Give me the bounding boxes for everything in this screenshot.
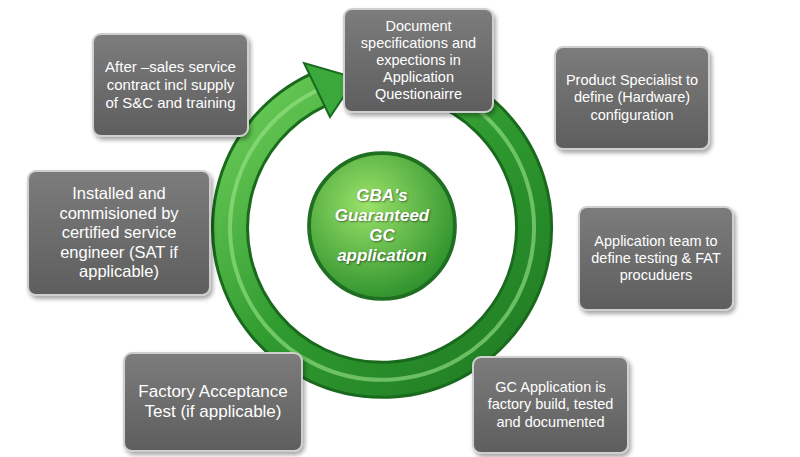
process-box: Application team to define testing & FAT…	[578, 206, 734, 311]
process-box: Product Specialist to define (Hardware) …	[554, 46, 710, 150]
process-box: Factory Acceptance Test (if applicable)	[123, 352, 303, 452]
center-circle: GBA's Guaranteed GC application	[306, 150, 458, 302]
step-text: Product Specialist to define (Hardware) …	[564, 72, 700, 123]
process-box: Document specifications and expections i…	[343, 8, 494, 113]
step-text: Application team to define testing & FAT…	[588, 233, 724, 284]
process-box: GC Application is factory build, tested …	[472, 356, 629, 454]
process-box: Installed and commisioned by certified s…	[27, 170, 211, 296]
step-text: Factory Acceptance Test (if applicable)	[133, 382, 293, 422]
step-text: Document specifications and expections i…	[353, 18, 484, 104]
ring-outline	[230, 85, 534, 380]
center-title: GBA's Guaranteed GC application	[324, 186, 440, 266]
process-box: After –sales service contract incl suppl…	[92, 33, 249, 137]
step-text: Installed and commisioned by certified s…	[37, 184, 201, 281]
ring-band	[230, 85, 534, 380]
step-text: After –sales service contract incl suppl…	[102, 58, 239, 111]
step-text: GC Application is factory build, tested …	[482, 379, 619, 430]
ring-highlight	[230, 85, 534, 380]
